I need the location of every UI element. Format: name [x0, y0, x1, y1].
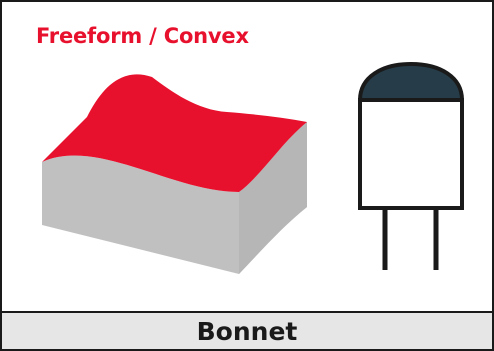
card-heading: Freeform / Convex	[36, 24, 249, 48]
footer-label: Bonnet	[196, 316, 298, 346]
bonnet-body	[358, 98, 464, 210]
freeform-red-surface	[42, 74, 307, 192]
footer-bar: Bonnet	[2, 311, 492, 349]
bonnet-cap	[358, 62, 464, 102]
bonnet-tool-icon	[358, 62, 464, 270]
freeform-surface-block-icon	[42, 74, 307, 274]
block-front-shade	[239, 122, 307, 274]
